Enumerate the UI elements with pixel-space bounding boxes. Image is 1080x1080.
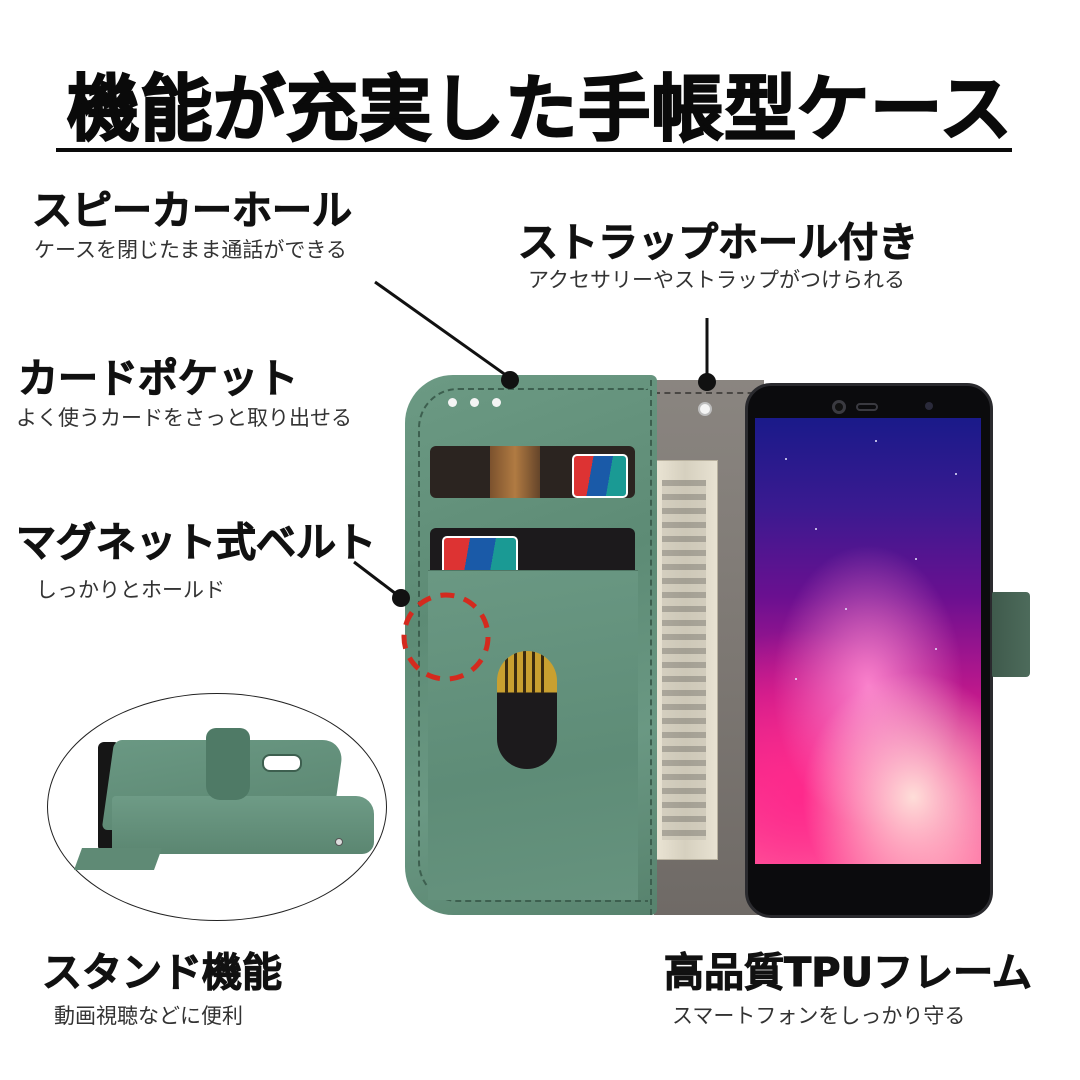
earpiece-icon [856,403,878,411]
star [955,473,957,475]
star [795,678,797,680]
magnet-callout-line [353,560,410,607]
strap-hole-heading: ストラップホール付き [518,220,919,267]
id-window [497,651,557,769]
card-slot-1 [430,446,635,498]
barcode [505,651,549,693]
stand-heading: スタンド機能 [42,950,283,997]
inner-panel-stitching [654,392,764,394]
strap-hole-description: アクセサリーやストラップがつけられる [528,268,905,292]
star [875,440,877,442]
card-pocket-heading: カードポケット [18,356,299,403]
star [915,558,917,560]
title-underline [56,148,1012,152]
speaker-hole-dot [448,398,457,407]
page-title: 機能が充実した手帳型ケース [66,66,1013,152]
card-slot-2 [430,528,635,576]
strap-hole-icon [698,402,712,416]
banknote-print [662,480,706,840]
speaker-callout-line [374,280,519,389]
sensor-icon [925,402,933,410]
stand-camera-cutout [262,754,302,772]
unionpay-card-logo-icon [572,454,628,498]
front-camera-icon [832,400,846,414]
speaker-hole-description: ケースを閉じたまま通話ができる [34,238,347,262]
magnetic-clasp [992,592,1030,677]
star [815,528,817,530]
magnetic-belt-description: しっかりとホールド [36,578,225,602]
tpu-frame-description: スマートフォンをしっかり守る [672,1004,966,1028]
magnetic-belt-heading: マグネット式ベルト [16,520,377,567]
stand-description: 動画視聴などに便利 [54,1004,243,1028]
speaker-hole-dot [492,398,501,407]
speaker-hole-dot [470,398,479,407]
spine-stitching [650,380,652,915]
star [785,458,787,460]
unionpay-card-logo-icon [442,536,518,576]
card-pocket-description: よく使うカードをさっと取り出せる [16,406,352,430]
phone-screen [755,418,981,864]
stand-clasp-tab [206,728,250,800]
star [845,608,847,610]
stand-case-base [73,848,163,870]
star [935,648,937,650]
card-stripe [490,446,540,498]
stand-case-front [112,796,374,854]
stand-rivet [335,838,343,846]
speaker-hole-heading: スピーカーホール [32,188,353,235]
tpu-frame-heading: 高品質TPUフレーム [664,950,1033,997]
